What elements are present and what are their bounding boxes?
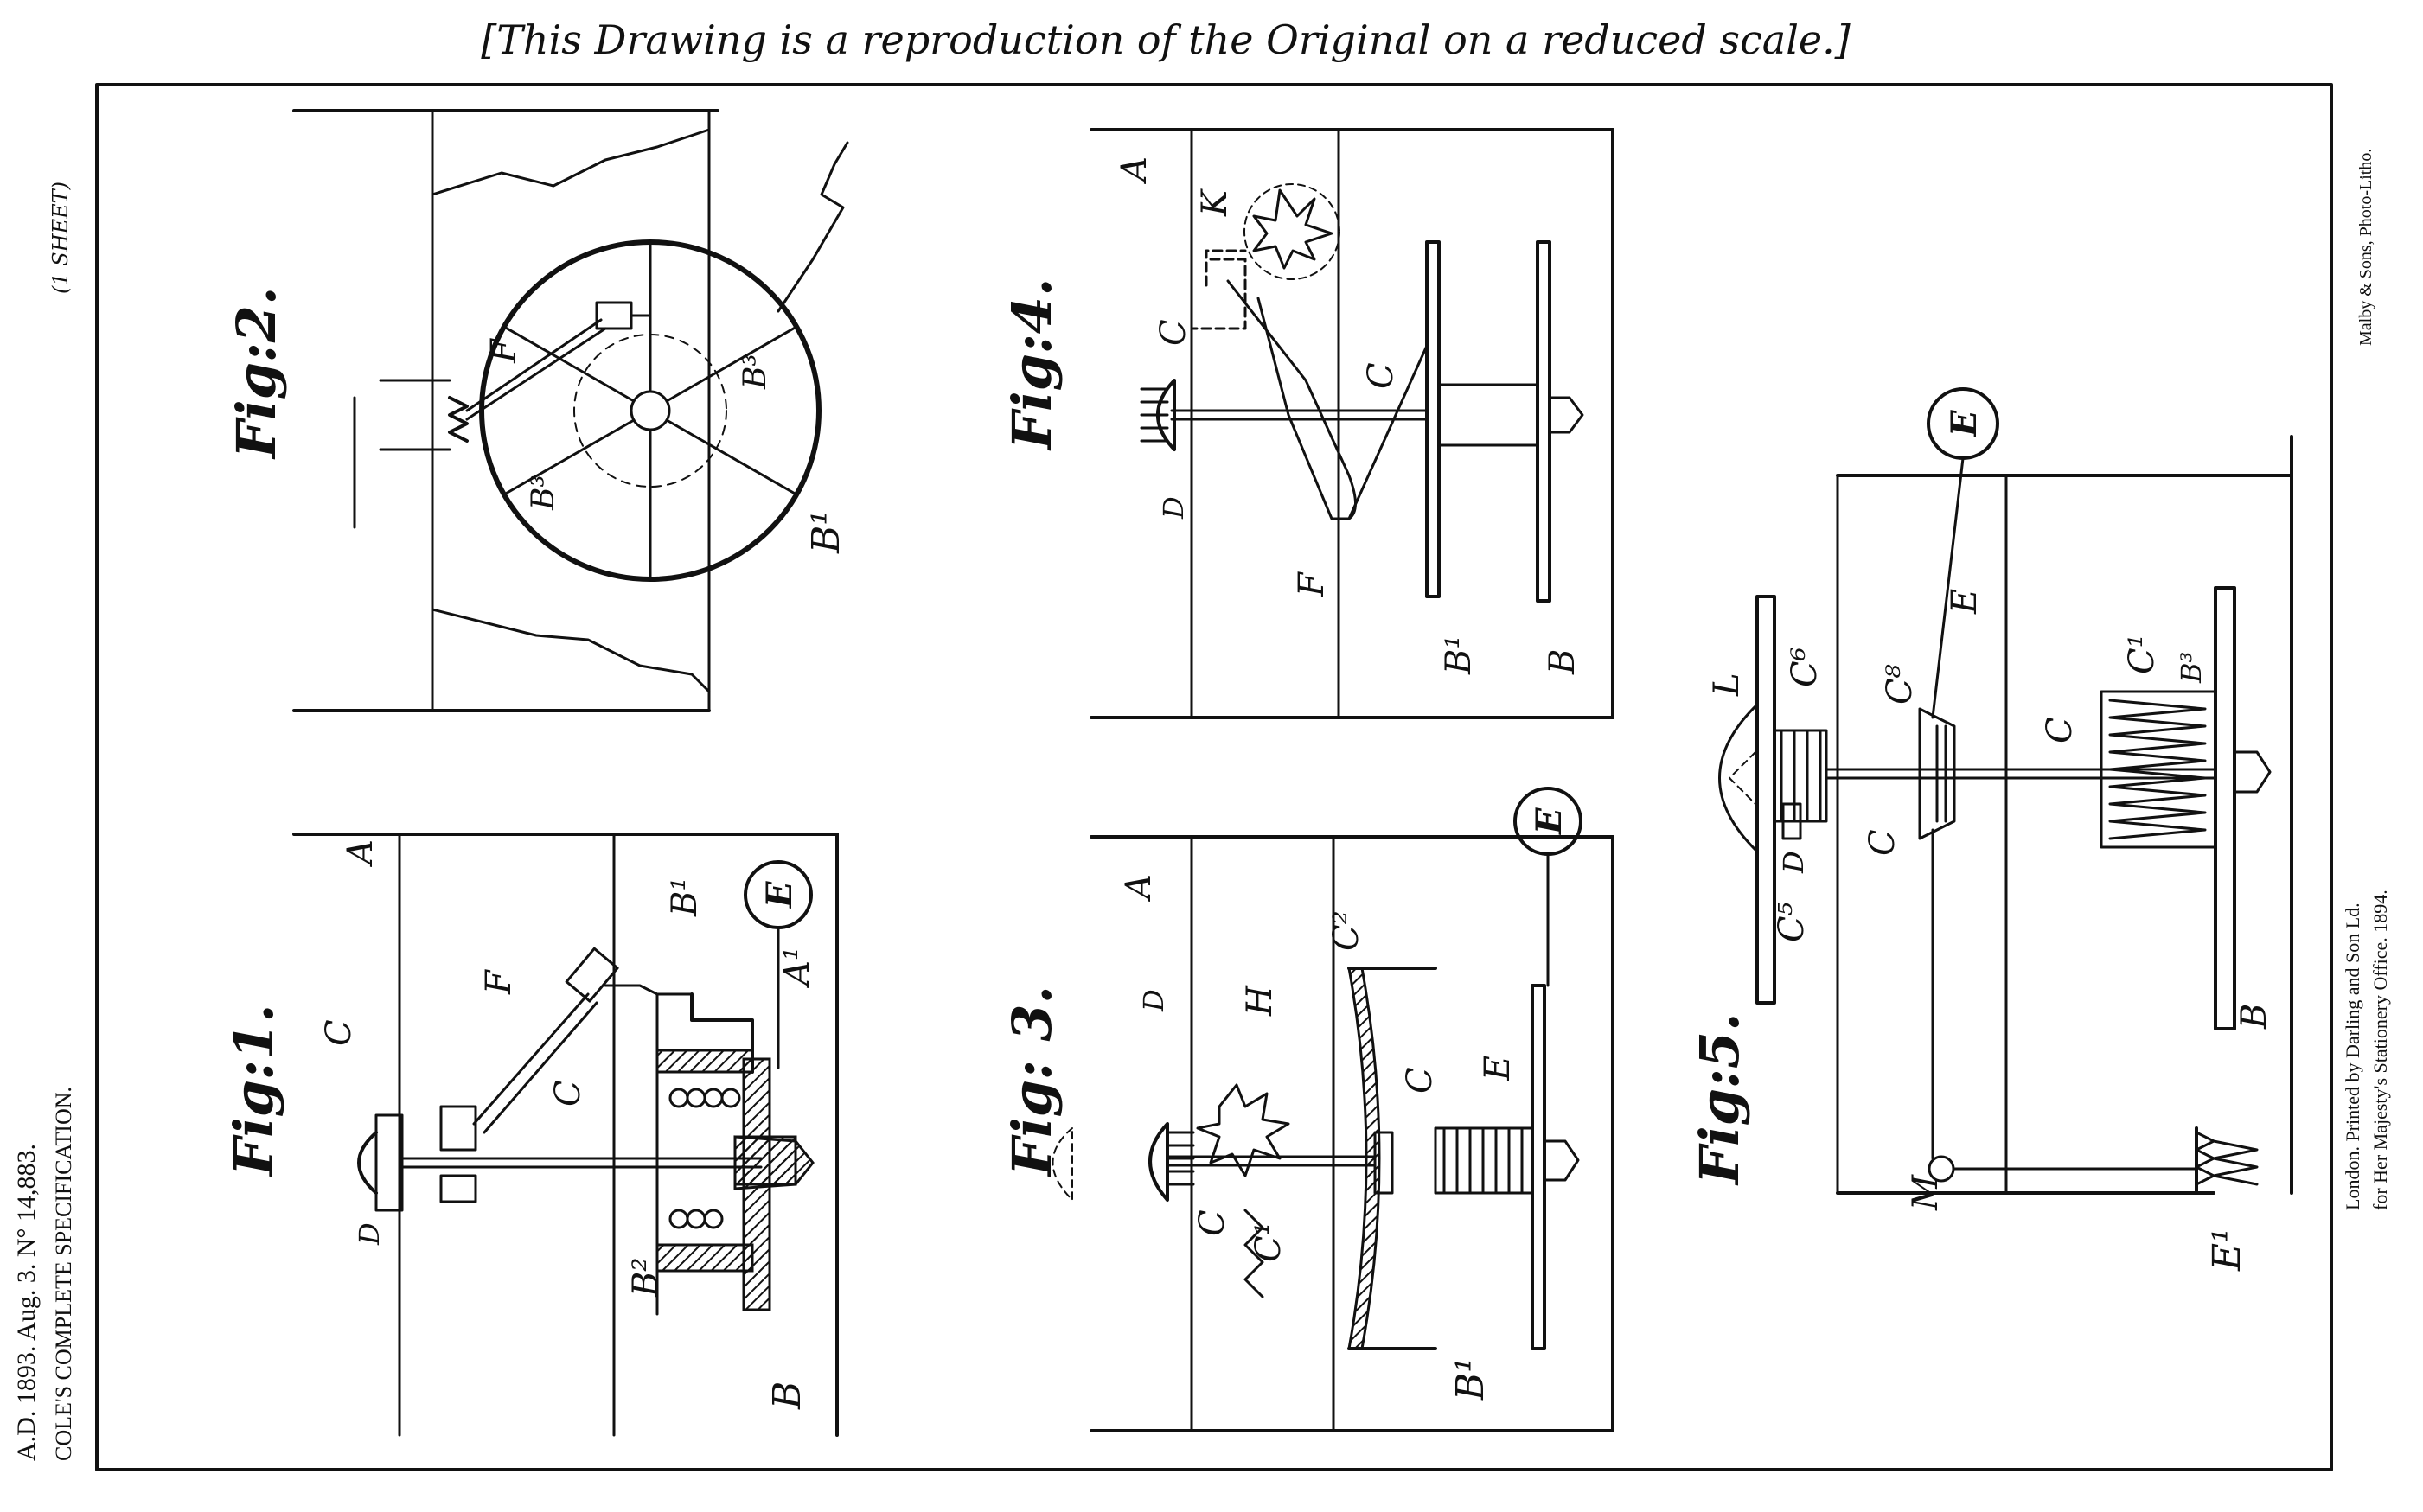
- fig3-label-H: H: [1240, 985, 1280, 1017]
- figure-4: Fig:4. A K C C D F B¹ B: [1001, 128, 1614, 719]
- fig5-label-C6: C⁶: [1785, 647, 1825, 687]
- specification-number: A.D. 1893. Aug. 3. N° 14,883.: [12, 1144, 41, 1461]
- fig1-caption: Fig:1.: [222, 1004, 285, 1177]
- fig4-label-B: B: [1543, 649, 1582, 675]
- fig3-label-E-circle: E: [1529, 807, 1570, 835]
- fig3-label-D: D: [1137, 989, 1170, 1012]
- fig5-label-C-lower: C: [1863, 829, 1902, 856]
- fig3-label-C2: C²: [1327, 910, 1366, 951]
- fig5-caption: Fig:5.: [1688, 1012, 1751, 1186]
- fig4-label-C-top: C: [1154, 319, 1193, 346]
- fig1-label-A1: A¹: [777, 947, 817, 989]
- fig3-caption: Fig: 3.: [1001, 986, 1064, 1177]
- fig1-label-B: B: [765, 1381, 809, 1410]
- fig5-label-B: B: [2234, 1004, 2274, 1030]
- fig5-label-D: D: [1777, 851, 1810, 874]
- fig4-label-K: K: [1195, 188, 1235, 217]
- fig1-label-B2: B²: [626, 1258, 666, 1298]
- fig5-label-E1: E¹: [2205, 1228, 2249, 1272]
- fig2-caption: Fig:2.: [225, 286, 288, 460]
- fig4-label-B1: B¹: [1439, 635, 1479, 675]
- fig1-label-F: F: [479, 969, 519, 995]
- fig3-label-E: E: [1478, 1056, 1518, 1081]
- fig5-label-C: C: [2040, 717, 2080, 743]
- fig5-label-B3: B³: [2175, 652, 2208, 684]
- printer-credit-line2: for Her Majesty's Stationery Office. 189…: [2369, 890, 2391, 1210]
- fig5-label-E-circle: E: [1944, 410, 1985, 437]
- fig4-label-A: A: [1115, 156, 1154, 185]
- fig4-caption: Fig:4.: [1001, 278, 1064, 451]
- fig3-label-A: A: [1119, 874, 1159, 903]
- figure-5: Fig:5. E L C⁶ C⁸ E C¹ B³ C C D C⁵ B M E¹: [1688, 387, 2293, 1272]
- fig3-label-C1: C¹: [1249, 1222, 1288, 1262]
- drawing-border: [95, 83, 2333, 1471]
- fig3-label-C: C: [1400, 1067, 1440, 1094]
- printer-credit-line1: London. Printed by Darling and Son Ld.: [2342, 903, 2363, 1210]
- figure-2: Fig:2. F B³ B³ B¹: [225, 109, 849, 712]
- fig4-label-F: F: [1292, 571, 1332, 597]
- fig1-label-E: E: [759, 881, 800, 909]
- fig1-label-C-shaft: C: [548, 1080, 588, 1107]
- fig3-label-B1: B¹: [1448, 1357, 1493, 1401]
- fig2-label-B3-left: B³: [526, 475, 561, 511]
- fig4-label-C-shaft: C: [1361, 362, 1401, 389]
- fig5-label-L: L: [1707, 673, 1747, 697]
- fig2-label-F: F: [484, 338, 524, 364]
- fig5-label-C1: C¹: [2122, 634, 2162, 674]
- figure-3: Fig: 3. A D H C² C E E C C¹ B¹: [1001, 787, 1614, 1432]
- engraver-credit: Malby & Sons, Photo-Litho.: [2356, 149, 2375, 346]
- fig2-label-B3-right: B³: [738, 354, 773, 390]
- fig5-label-C5: C⁵: [1772, 902, 1812, 942]
- reduced-scale-note: [This Drawing is a reproduction of the O…: [481, 16, 1851, 63]
- specification-title: COLE'S COMPLETE SPECIFICATION.: [51, 1087, 76, 1461]
- fig5-label-C8: C⁸: [1880, 664, 1920, 705]
- fig1-label-C: C: [319, 1019, 359, 1046]
- fig5-label-E-wire: E: [1945, 589, 1985, 615]
- fig4-label-D: D: [1157, 496, 1190, 520]
- figure-1: Fig:1. A C D F C E B¹ A¹ B² B: [222, 833, 839, 1437]
- fig1-label-A: A: [341, 839, 380, 868]
- fig1-label-D: D: [353, 1222, 386, 1246]
- fig5-label-M: M: [1906, 1174, 1946, 1211]
- fig3-label-C-lower: C: [1192, 1209, 1232, 1236]
- fig2-label-B1: B¹: [804, 510, 848, 554]
- sheet-count: (1 SHEET): [48, 182, 73, 294]
- fig1-label-B1: B¹: [665, 877, 705, 917]
